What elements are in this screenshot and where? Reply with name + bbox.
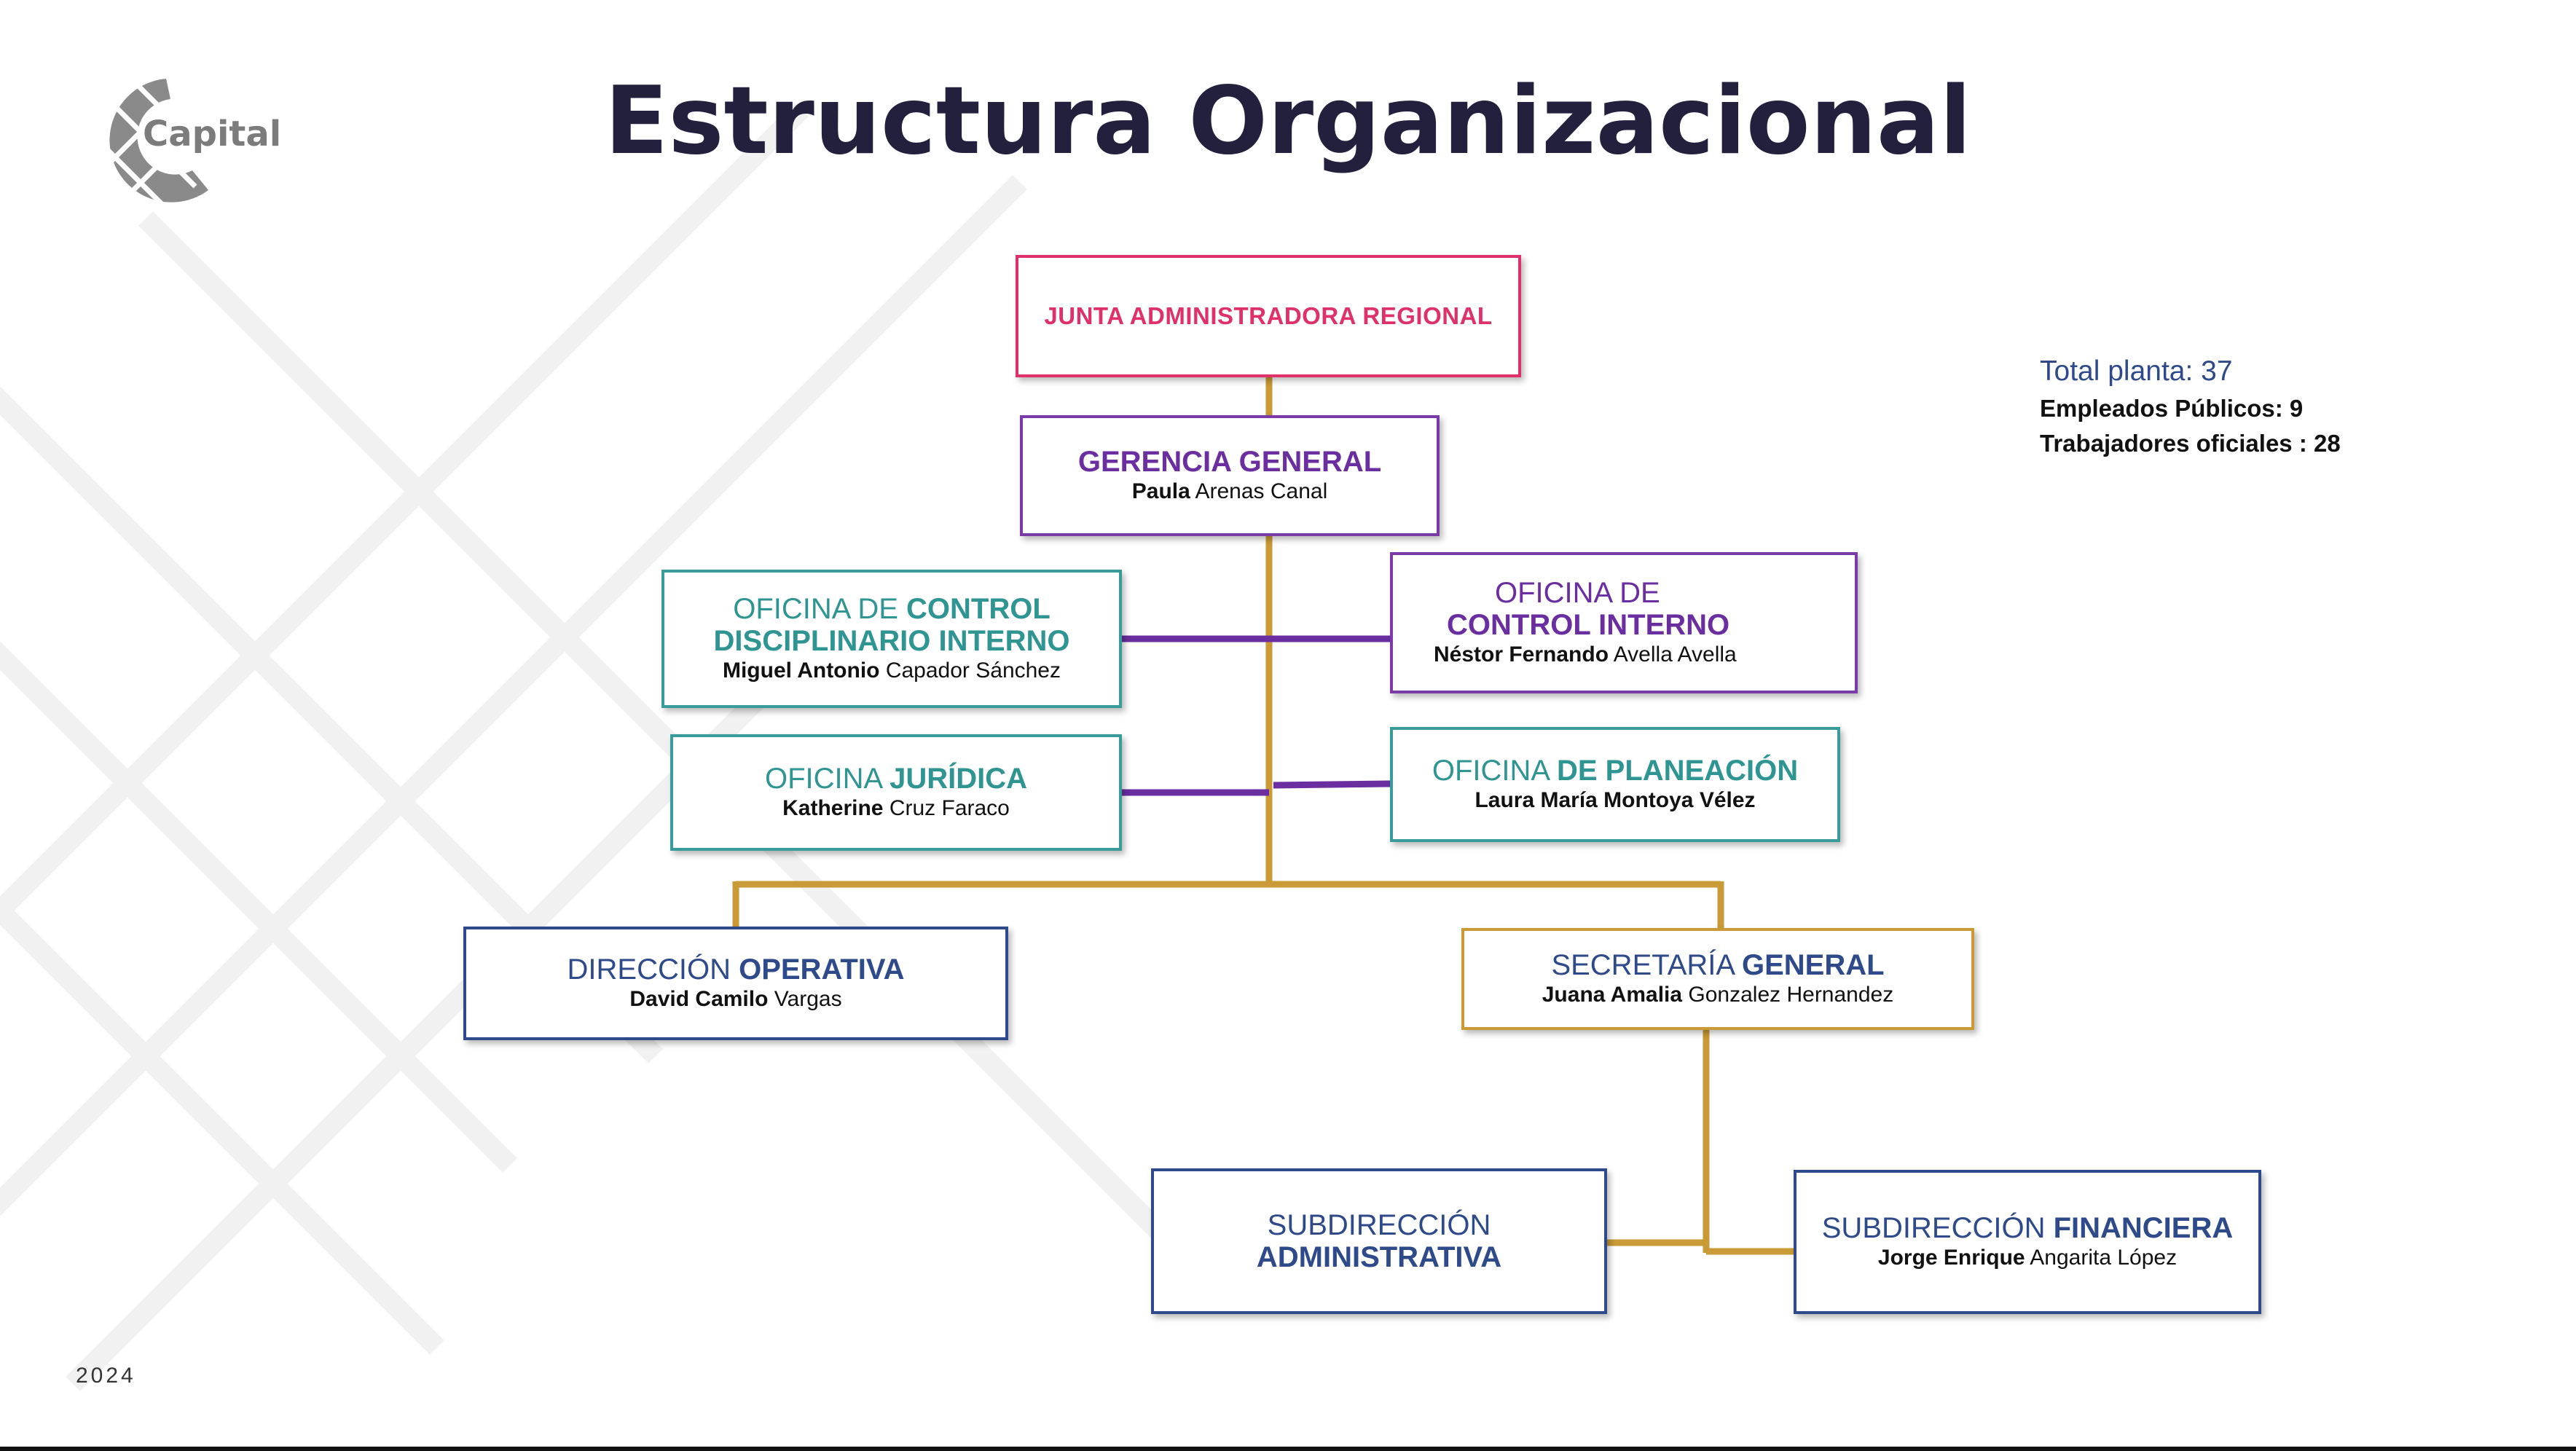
public-employees-count: Empleados Públicos: 9 (2040, 395, 2304, 422)
staff-summary: Total planta: 37 Empleados Públicos: 9 T… (2040, 355, 2341, 465)
node-subdireccion-administrativa: SUBDIRECCIÓN ADMINISTRATIVA (1151, 1168, 1607, 1314)
node-title: OFICINA DE PLANEACIÓN (1432, 755, 1799, 787)
node-title: GERENCIA GENERAL (1077, 446, 1382, 478)
node-person: Laura María Montoya Vélez (1474, 788, 1756, 812)
node-title-line2: CONTROL INTERNO (1447, 609, 1730, 641)
node-title-line1: SUBDIRECCIÓN (1267, 1209, 1491, 1241)
connector-planeacion (1273, 780, 1392, 789)
logo-text: Capital (143, 114, 282, 154)
node-control-disciplinario: OFICINA DE CONTROL DISCIPLINARIO INTERNO… (661, 570, 1122, 708)
total-staff: Total planta: 37 (2040, 355, 2233, 387)
page-title: Estructura Organizacional (604, 67, 1972, 176)
node-subdireccion-financiera: SUBDIRECCIÓN FINANCIERA Jorge Enrique An… (1794, 1170, 2261, 1314)
node-secretaria-general: SECRETARÍA GENERAL Juana Amalia Gonzalez… (1461, 928, 1974, 1030)
node-junta-administradora: JUNTA ADMINISTRADORA REGIONAL (1016, 255, 1521, 377)
node-oficina-planeacion: OFICINA DE PLANEACIÓN Laura María Montoy… (1390, 727, 1840, 842)
node-direccion-operativa: DIRECCIÓN OPERATIVA David Camilo Vargas (463, 927, 1008, 1040)
capital-logo-icon (91, 75, 219, 208)
node-person: Néstor Fernando Avella Avella (1434, 642, 1737, 666)
node-person: Juana Amalia Gonzalez Hernandez (1542, 983, 1894, 1007)
node-person: David Camilo Vargas (629, 987, 842, 1011)
node-control-interno: OFICINA DE CONTROL INTERNO Néstor Fernan… (1390, 552, 1858, 693)
node-title: OFICINA JURÍDICA (764, 763, 1028, 795)
node-gerencia-general: GERENCIA GENERAL Paula Arenas Canal (1020, 415, 1440, 536)
node-title: SECRETARÍA GENERAL (1551, 949, 1885, 981)
node-person: Paula Arenas Canal (1131, 479, 1328, 503)
node-title-line2: ADMINISTRATIVA (1256, 1241, 1502, 1273)
node-title: DIRECCIÓN OPERATIVA (567, 953, 905, 986)
official-workers-count: Trabajadores oficiales : 28 (2040, 430, 2341, 457)
node-oficina-juridica: OFICINA JURÍDICA Katherine Cruz Faraco (670, 734, 1122, 851)
node-title-line1: OFICINA DE CONTROL (733, 593, 1051, 625)
node-person: Katherine Cruz Faraco (782, 796, 1010, 820)
node-person: Jorge Enrique Angarita López (1877, 1246, 2178, 1270)
node-title-line2: DISCIPLINARIO INTERNO (713, 625, 1070, 657)
footer-year: 2024 (76, 1364, 136, 1388)
node-title: SUBDIRECCIÓN FINANCIERA (1821, 1212, 2234, 1244)
bottom-bar (0, 1447, 2576, 1451)
node-person: Miguel Antonio Capador Sánchez (722, 658, 1061, 683)
node-title: JUNTA ADMINISTRADORA REGIONAL (1044, 302, 1493, 329)
node-title-line1: OFICINA DE (1495, 577, 1660, 609)
